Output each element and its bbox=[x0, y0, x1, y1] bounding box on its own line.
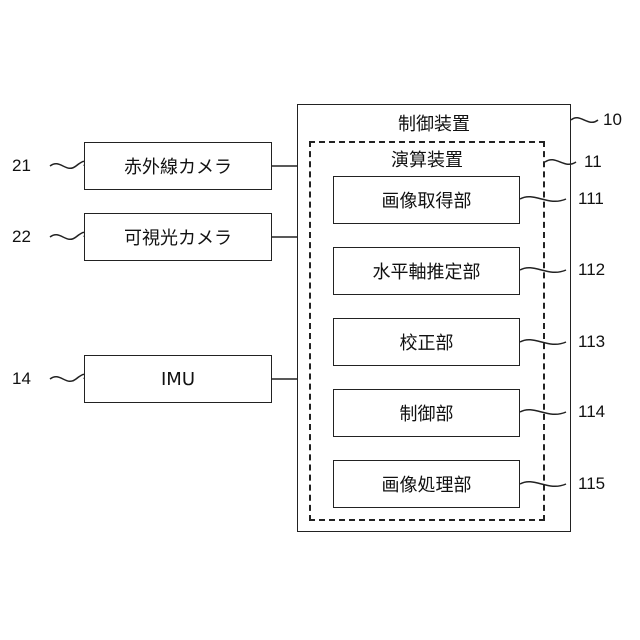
ref-infrared-camera: 21 bbox=[12, 156, 31, 176]
visible-light-camera-block: 可視光カメラ bbox=[84, 213, 272, 261]
ref-control: 114 bbox=[578, 402, 605, 422]
ref-image-processing: 115 bbox=[578, 474, 605, 494]
control-device-label: 制御装置 bbox=[297, 110, 571, 136]
ref-calibration: 113 bbox=[578, 332, 605, 352]
image-acquisition-block: 画像取得部 bbox=[333, 176, 520, 224]
control-block: 制御部 bbox=[333, 389, 520, 437]
calibration-block: 校正部 bbox=[333, 318, 520, 366]
ref-imu: 14 bbox=[12, 369, 31, 389]
imu-block: IMU bbox=[84, 355, 272, 403]
ref-control-device: 10 bbox=[603, 110, 622, 130]
compute-device-label: 演算装置 bbox=[309, 146, 545, 172]
ref-image-acquisition: 111 bbox=[578, 189, 604, 209]
infrared-camera-block: 赤外線カメラ bbox=[84, 142, 272, 190]
ref-horizontal-axis-estimation: 112 bbox=[578, 260, 605, 280]
ref-visible-light-camera: 22 bbox=[12, 227, 31, 247]
ref-compute-device: 11 bbox=[584, 152, 602, 172]
image-processing-block: 画像処理部 bbox=[333, 460, 520, 508]
horizontal-axis-estimation-block: 水平軸推定部 bbox=[333, 247, 520, 295]
